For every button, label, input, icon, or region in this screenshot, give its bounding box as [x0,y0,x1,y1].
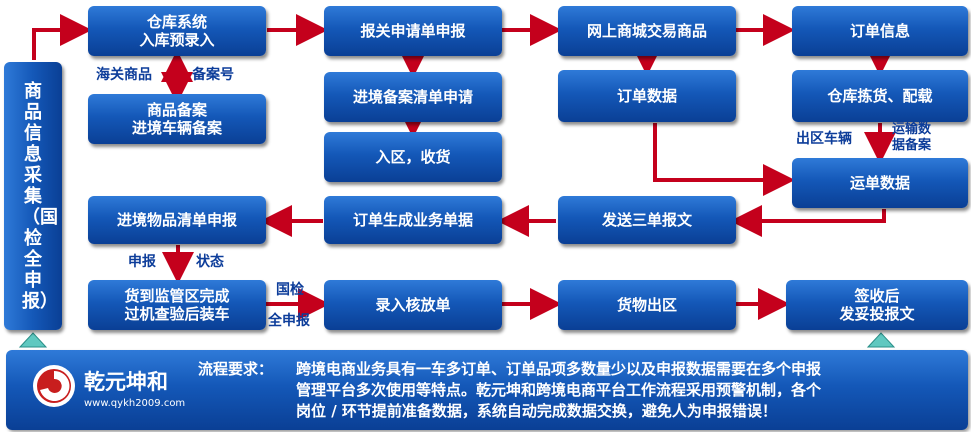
arrow-side-to-warehouse [32,14,92,60]
brand-name: 乾元坤和 [84,370,168,394]
box-goods-record: 商品备案 进境车辆备案 [88,94,266,144]
label-transport-data-2: 据备案 [892,138,932,153]
box-text: 录入核放单 [375,296,451,314]
box-text: 仓库拣货、配载 [827,87,933,105]
arrow-order-data-to-waybill [653,123,795,196]
box-warehouse-entry: 仓库系统 入库预录入 [88,6,266,56]
requirement-line: 管理平台多次使用等特点。乾元坤和跨境电商平台工作流程采用预警机制，各个 [296,381,822,399]
side-label-text: 商品信息采集（国检全申报） [22,80,58,312]
box-mall-trade: 网上商城交易商品 [558,6,736,56]
box-goods-supervision: 货到监管区完成 过机查验后装车 [88,280,266,330]
box-entry-goods-list: 进境物品清单申报 [88,196,266,244]
box-text: 入库预录入 [139,31,215,49]
box-pick-pack: 仓库拣货、配载 [792,70,968,122]
label-customs-goods: 海关商品 [96,67,152,83]
box-text: 订单数据 [616,87,677,105]
requirement-line: 跨境电商业务具有一车多订单、订单品项多数量少以及申报数据需要在多个申报 [296,360,822,378]
brand-url: www.qykh2009.com [84,398,186,409]
box-waybill-data: 运单数据 [792,158,968,208]
box-order-data: 订单数据 [558,70,736,122]
label-full-declare: 全申报 [268,313,310,329]
label-declare: 申报 [128,254,156,270]
box-text: 订单信息 [849,22,910,40]
label-record-no: 备案号 [192,67,234,83]
label-ciq: 国检 [276,282,304,298]
box-text: 报关申请单申报 [360,22,466,40]
requirement-line: 岗位 / 环节提前准备数据，系统自动完成数据交换，避免人为申报错误！ [296,402,777,420]
box-record-release: 录入核放单 [324,280,502,330]
box-text: 进境物品清单申报 [116,211,237,229]
footer-panel [6,350,968,430]
label-out-vehicle: 出区车辆 [796,131,852,147]
box-text: 进境备案清单申请 [352,88,473,106]
box-text: 入区，收货 [375,148,451,166]
box-text: 运单数据 [849,174,910,192]
box-text: 货到监管区完成 [124,287,230,305]
label-status: 状态 [196,254,224,270]
box-text: 网上商城交易商品 [586,22,707,40]
box-text: 订单生成业务单据 [352,211,473,229]
box-order-info: 订单信息 [792,6,968,56]
triangle-left-marker [18,332,48,348]
requirement-text: 跨境电商业务具有一车多订单、订单品项多数量少以及申报数据需要在多个申报 管理平台… [296,359,956,422]
box-text: 仓库系统 [146,13,207,31]
requirement-title: 流程要求： [198,360,274,378]
box-goods-out: 货物出区 [558,280,736,330]
box-entry-record-list: 进境备案清单申请 [324,72,502,122]
box-text: 货物出区 [616,296,677,314]
box-text: 进境车辆备案 [131,119,222,137]
box-order-business: 订单生成业务单据 [324,196,502,244]
triangle-right-marker [866,332,896,348]
label-transport-data-1: 运输数 [892,122,932,137]
box-sign-report: 签收后 发妥投报文 [786,280,968,330]
box-enter-receive: 入区，收货 [324,132,502,182]
box-text: 发送三单报文 [601,211,692,229]
box-customs-declare: 报关申请单申报 [324,6,502,56]
box-text: 过机查验后装车 [124,305,230,323]
box-send-three: 发送三单报文 [558,196,736,244]
arrow-waybill-to-send [730,205,886,237]
box-text: 发妥投报文 [839,305,915,323]
box-text: 商品备案 [146,101,207,119]
side-label-box: 商品信息采集（国检全申报） [4,62,62,330]
box-text: 签收后 [854,287,900,305]
brand-logo-icon [33,365,75,407]
